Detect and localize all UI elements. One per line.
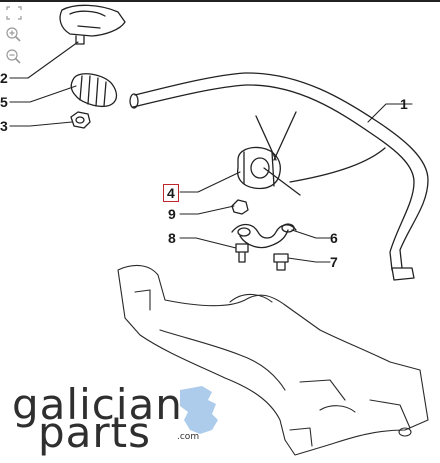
callout-2[interactable]: 2 — [0, 70, 8, 86]
bush-4[interactable] — [236, 146, 281, 190]
leader-lines — [9, 41, 413, 263]
top-border — [0, 0, 440, 2]
stabilizer-bar[interactable] — [129, 72, 429, 281]
callout-1[interactable]: 1 — [400, 96, 408, 112]
callout-7[interactable]: 7 — [330, 254, 338, 270]
watermark-suffix: .com — [177, 432, 200, 442]
rubber-bush[interactable] — [70, 73, 118, 108]
watermark-word2: parts — [38, 408, 152, 457]
galicianparts-watermark: galician parts .com — [12, 384, 252, 454]
callout-6[interactable]: 6 — [330, 230, 338, 246]
zoom-out-icon[interactable] — [4, 48, 24, 66]
callout-9[interactable]: 9 — [168, 206, 176, 222]
callout-8[interactable]: 8 — [168, 230, 176, 246]
nut-3[interactable] — [70, 111, 91, 129]
subframe[interactable] — [117, 264, 429, 456]
callout-4[interactable]: 4 — [163, 184, 179, 202]
callout-5[interactable]: 5 — [0, 94, 8, 110]
zoom-in-icon[interactable] — [4, 26, 24, 44]
clamp-6[interactable] — [231, 223, 297, 249]
watermark-word1: galician — [12, 380, 183, 429]
zoom-toolbar — [4, 4, 26, 70]
bolt-8[interactable] — [235, 243, 249, 263]
bolt-7[interactable] — [273, 253, 289, 271]
fit-to-screen-icon[interactable] — [4, 4, 24, 22]
callout-3[interactable]: 3 — [0, 118, 8, 134]
mounting-bracket[interactable] — [59, 4, 126, 45]
galicia-map-logo-icon — [180, 386, 218, 434]
washer-9[interactable] — [231, 199, 249, 215]
